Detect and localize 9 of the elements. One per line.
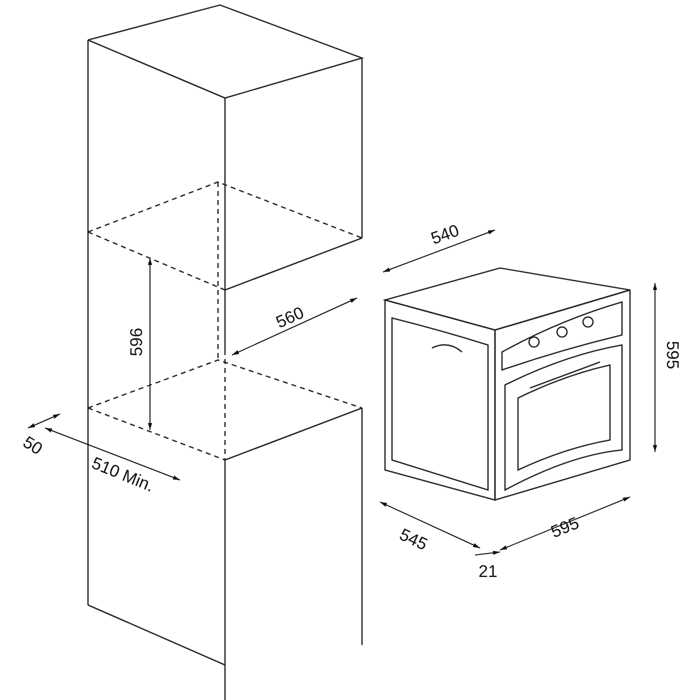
dimension-label: 596 bbox=[127, 328, 148, 356]
dimension-label: 595 bbox=[662, 340, 682, 370]
dimension-label: 545 bbox=[396, 524, 430, 556]
dimension-label: 540 bbox=[428, 220, 462, 250]
dimension-label: 21 bbox=[478, 562, 498, 582]
dimension-label: 50 bbox=[18, 432, 46, 460]
dimension-label: 510 Min. bbox=[88, 454, 156, 496]
dimension-label: 595 bbox=[548, 513, 582, 543]
dimension-label: 560 bbox=[273, 303, 308, 333]
